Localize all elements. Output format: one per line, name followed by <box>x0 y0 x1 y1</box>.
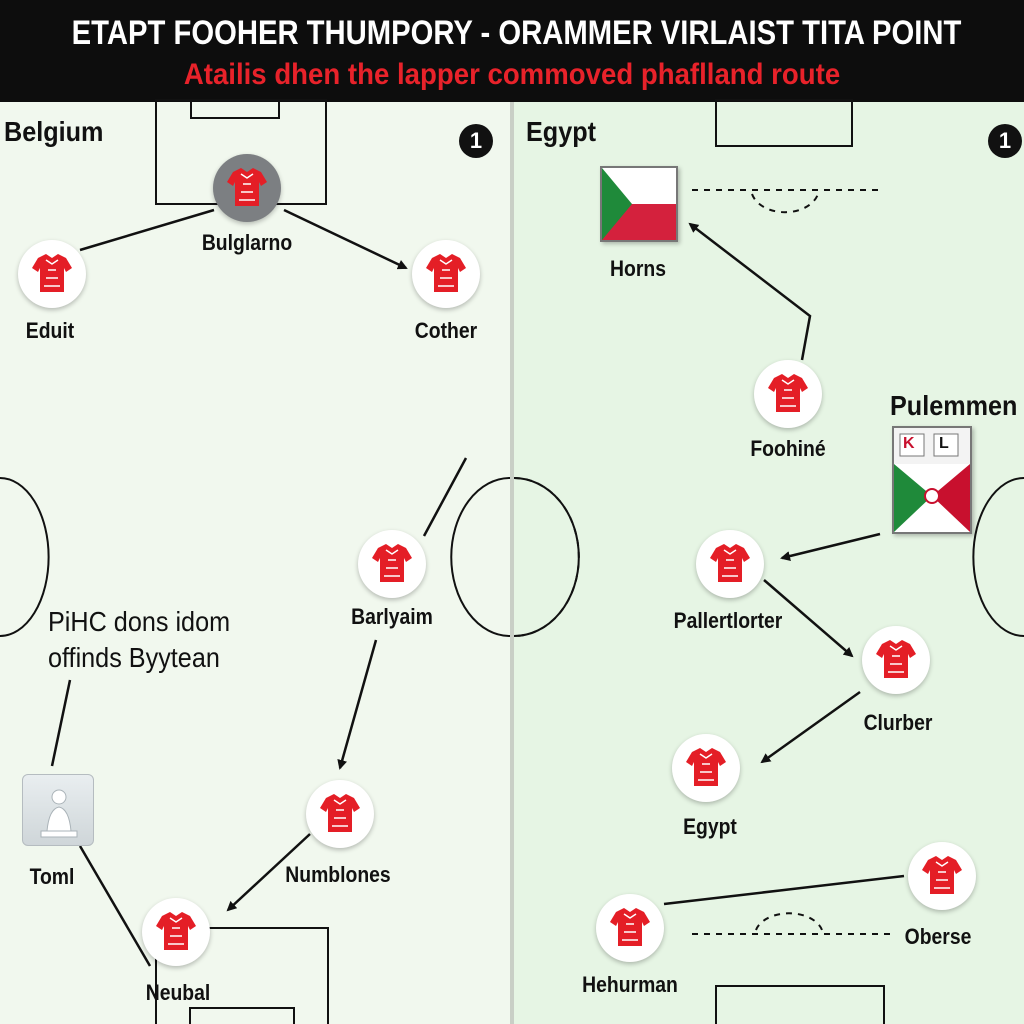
red-kit-icon <box>686 748 726 786</box>
player-label: Hehurman <box>582 972 678 997</box>
note-pointer-line <box>50 679 72 767</box>
right-center-arc-left <box>513 477 580 637</box>
player-token-numblones[interactable] <box>306 780 374 848</box>
left-bottom-penalty-box <box>155 927 329 1024</box>
player-token-bulglarno[interactable] <box>213 154 281 222</box>
right-center-arc-right <box>972 477 1024 637</box>
red-kit-icon <box>768 374 808 412</box>
callout-mark-1: K <box>903 435 915 452</box>
player-label: Egypt <box>683 814 737 839</box>
player-token-neubal[interactable] <box>142 898 210 966</box>
pass-line-2 <box>422 457 468 537</box>
left-bottom-goal-box <box>189 1007 295 1024</box>
player-token-barlyaim[interactable] <box>358 530 426 598</box>
right-top-dashed-arc <box>751 193 819 214</box>
player-token-cother[interactable] <box>412 240 480 308</box>
pass-line-1 <box>79 208 215 252</box>
right-center-dashed-arc <box>513 477 580 637</box>
statue-icon <box>22 774 94 846</box>
player-label: Cother <box>414 318 478 343</box>
red-kit-icon <box>372 544 412 582</box>
annotation-line-2: offinds Byytean <box>48 642 220 673</box>
red-kit-icon <box>156 912 196 950</box>
player-label: Horns <box>610 256 666 281</box>
player-token-foohine[interactable] <box>754 360 822 428</box>
left-center-arc-right <box>450 477 511 637</box>
player-token-oberse[interactable] <box>908 842 976 910</box>
pass-line-8 <box>663 874 905 906</box>
right-team-badge: 1 <box>988 124 1022 158</box>
red-kit-icon <box>32 254 72 292</box>
pass-arrow-3 <box>226 833 311 912</box>
statue-pointer-line <box>78 845 152 967</box>
right-bottom-goal-box <box>715 985 885 1024</box>
page-title: ETAPT FOOHER THUMPORY - ORAMMER VIRLAIST… <box>71 14 962 52</box>
pass-arrow-6 <box>763 579 854 658</box>
callout-mark-2: L <box>939 435 949 452</box>
player-label: Clurber <box>863 710 933 735</box>
player-label: Oberse <box>904 924 972 949</box>
left-team-badge: 1 <box>459 124 493 158</box>
pass-arrow-1 <box>283 208 408 270</box>
annotation-line-1: PiHC dons idom <box>48 606 231 637</box>
player-token-hehurman[interactable] <box>596 894 664 962</box>
player-token-egypt[interactable] <box>672 734 740 802</box>
page-subtitle: Atailis dhen the lapper commoved phaflla… <box>183 58 841 91</box>
callout-title: Pulemmen <box>890 390 1018 421</box>
flag-icon[interactable] <box>600 166 678 242</box>
pass-arrow-4 <box>688 222 812 361</box>
right-bottom-dashed-arc <box>755 912 823 931</box>
player-label: Eduit <box>25 318 75 343</box>
player-label: Numblones <box>285 862 391 887</box>
left-team-name: Belgium <box>4 116 104 147</box>
callout-card[interactable]: K L <box>892 426 972 534</box>
right-top-goal-box <box>715 99 853 147</box>
red-kit-icon <box>876 640 916 678</box>
player-label: Bulglarno <box>201 230 293 255</box>
player-label: Pallertlorter <box>673 608 783 633</box>
left-center-arc-left <box>0 477 50 637</box>
pass-arrow-7 <box>760 690 861 764</box>
left-top-goal-box <box>190 99 280 119</box>
red-kit-icon <box>320 794 360 832</box>
pass-arrow-5 <box>780 532 881 561</box>
player-label: Barlyaim <box>351 604 433 629</box>
player-label: Foohiné <box>750 436 826 461</box>
red-kit-icon <box>710 544 750 582</box>
red-kit-icon <box>922 856 962 894</box>
annotation-note: PiHC dons idom offinds Byytean <box>48 604 230 676</box>
red-kit-icon <box>426 254 466 292</box>
red-kit-icon <box>227 168 267 206</box>
red-kit-icon <box>610 908 650 946</box>
player-label: Neubal <box>145 980 211 1005</box>
panel-divider <box>510 102 514 1024</box>
pass-arrow-2 <box>337 639 378 770</box>
right-team-name: Egypt <box>526 116 597 147</box>
player-token-eduit[interactable] <box>18 240 86 308</box>
player-token-pallertlorter[interactable] <box>696 530 764 598</box>
player-token-clurber[interactable] <box>862 626 930 694</box>
player-label: Toml <box>29 864 75 889</box>
header-bar: ETAPT FOOHER THUMPORY - ORAMMER VIRLAIST… <box>0 0 1024 102</box>
